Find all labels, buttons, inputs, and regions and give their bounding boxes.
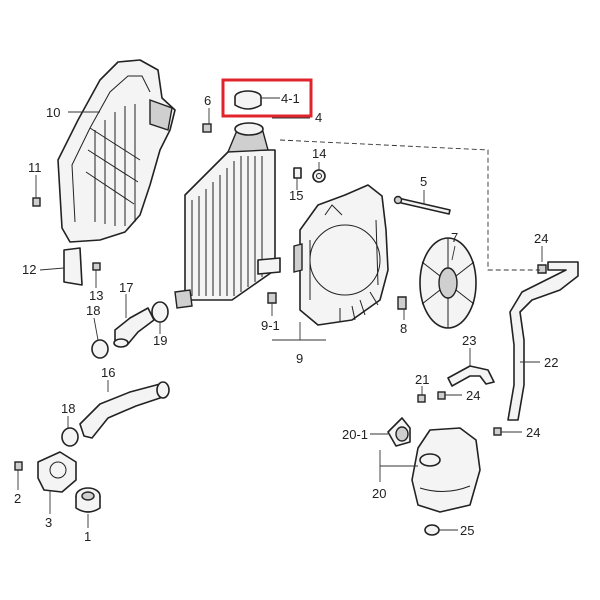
radiator-cap-part-4-1 bbox=[234, 90, 262, 110]
hose-elbow-part-17 bbox=[113, 307, 155, 348]
label-17: 17 bbox=[119, 280, 133, 295]
label-24-mid: 24 bbox=[466, 388, 480, 403]
bolt-part-11 bbox=[32, 197, 41, 207]
fan-shroud-part-9 bbox=[293, 184, 389, 326]
label-9-1: 9-1 bbox=[261, 318, 280, 333]
bolt-part-13 bbox=[92, 262, 101, 271]
hose-clamp-part-18-upper bbox=[91, 339, 109, 359]
label-16: 16 bbox=[101, 365, 115, 380]
label-5: 5 bbox=[420, 174, 427, 189]
label-14: 14 bbox=[312, 146, 326, 161]
label-24-lower: 24 bbox=[526, 425, 540, 440]
small-hose-part-23 bbox=[447, 365, 495, 387]
hose-clip-part-24-lower bbox=[493, 427, 502, 436]
label-20: 20 bbox=[372, 486, 386, 501]
hose-clamp-part-19 bbox=[151, 301, 169, 323]
bolt-part-8 bbox=[397, 296, 407, 310]
label-8: 8 bbox=[400, 321, 407, 336]
bolt-part-6 bbox=[202, 123, 212, 133]
label-4-1: 4-1 bbox=[281, 91, 300, 106]
label-3: 3 bbox=[45, 515, 52, 530]
label-21: 21 bbox=[415, 372, 429, 387]
label-7: 7 bbox=[451, 230, 458, 245]
label-24-top: 24 bbox=[534, 231, 548, 246]
label-13: 13 bbox=[89, 288, 103, 303]
grommet-part-25 bbox=[424, 524, 440, 536]
label-10: 10 bbox=[46, 105, 60, 120]
overflow-hose-part-22 bbox=[507, 261, 579, 421]
grommet-part-14 bbox=[312, 169, 326, 183]
leader-lines bbox=[17, 97, 543, 531]
reservoir-cap-part-20-1 bbox=[387, 417, 411, 447]
label-19: 19 bbox=[153, 333, 167, 348]
label-11: 11 bbox=[28, 160, 42, 175]
long-bolt-part-5 bbox=[393, 195, 451, 215]
label-25: 25 bbox=[460, 523, 474, 538]
label-20-1: 20-1 bbox=[342, 427, 368, 442]
label-2: 2 bbox=[14, 491, 21, 506]
bracket-part-12 bbox=[63, 247, 83, 286]
cooling-fan-part-7 bbox=[419, 237, 477, 329]
label-9: 9 bbox=[296, 351, 303, 366]
hose-clip-part-24-top bbox=[537, 264, 547, 274]
bolt-part-21 bbox=[417, 394, 426, 403]
label-6: 6 bbox=[204, 93, 211, 108]
highlight-box bbox=[221, 78, 313, 118]
thermostat-housing-part-3 bbox=[37, 451, 77, 493]
label-4: 4 bbox=[315, 110, 322, 125]
label-18-upper: 18 bbox=[86, 303, 100, 318]
label-23: 23 bbox=[462, 333, 476, 348]
clip-part-9-1 bbox=[267, 292, 277, 304]
hose-clip-part-24-mid bbox=[437, 391, 446, 400]
bolt-part-2 bbox=[14, 461, 23, 471]
radiator-part-4 bbox=[174, 122, 281, 309]
part-labels: 10 6 4-1 4 14 11 15 5 7 24 12 13 17 18 1… bbox=[14, 91, 558, 544]
thermostat-part-1 bbox=[75, 487, 101, 513]
label-22: 22 bbox=[544, 355, 558, 370]
hose-part-16 bbox=[79, 381, 170, 439]
clip-part-15 bbox=[293, 167, 302, 179]
reservoir-tank-part-20 bbox=[411, 427, 481, 513]
label-18-lower: 18 bbox=[61, 401, 75, 416]
shroud-cover-part-10 bbox=[57, 59, 176, 243]
hose-clamp-part-18-lower bbox=[61, 427, 79, 447]
label-1: 1 bbox=[84, 529, 91, 544]
label-12: 12 bbox=[22, 262, 36, 277]
label-15: 15 bbox=[289, 188, 303, 203]
